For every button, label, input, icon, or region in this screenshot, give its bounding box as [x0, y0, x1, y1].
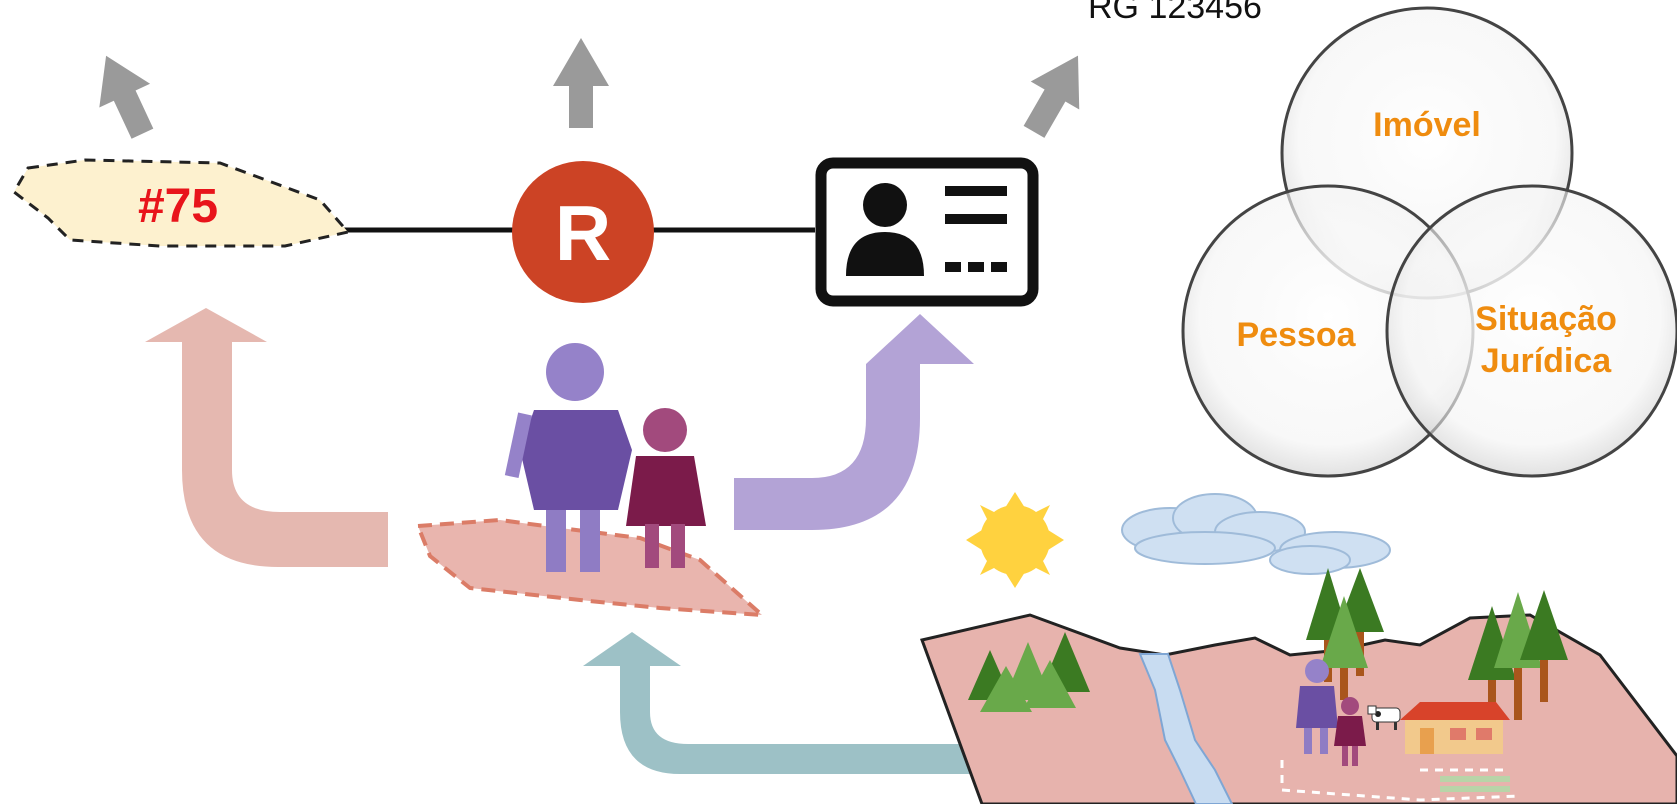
- gray-arrows: [99, 38, 1080, 139]
- sun-icon: [966, 492, 1064, 588]
- gray-arrow-left: [99, 55, 154, 139]
- pink-arrow: [145, 308, 388, 567]
- river: [1138, 653, 1234, 804]
- tree-cluster-right: [1468, 590, 1568, 730]
- tree-cluster-left: [968, 632, 1090, 712]
- id-number-label: RG 123456: [1088, 0, 1262, 26]
- gray-arrow-right: [1023, 55, 1080, 138]
- landscape-scene: [920, 492, 1677, 804]
- registry-badge-letter: R: [555, 189, 611, 277]
- tree-cluster-center: [1306, 568, 1384, 700]
- lavender-arrow: [734, 314, 974, 530]
- venn-label-situacao-line1: Situação: [1475, 300, 1617, 338]
- parcel-shape: [12, 158, 351, 248]
- gray-arrow-center: [553, 38, 609, 128]
- house-icon: [1400, 702, 1510, 754]
- small-family: [1296, 659, 1366, 766]
- family-figures: [504, 343, 706, 572]
- venn-circle-situacao: [1385, 184, 1677, 478]
- teal-arrow: [583, 632, 985, 774]
- venn-label-situacao-line2: Jurídica: [1481, 342, 1612, 380]
- venn-label-pessoa: Pessoa: [1236, 316, 1356, 354]
- parcel-label: #75: [138, 180, 218, 233]
- venn-diagram: Imóvel Pessoa Situação Jurídica: [1181, 6, 1677, 478]
- venn-label-imovel: Imóvel: [1373, 106, 1481, 144]
- registry-badge: [512, 161, 654, 303]
- cow-icon: [1367, 705, 1401, 730]
- property-boundary: [1280, 760, 1521, 802]
- cloud-icon: [1121, 493, 1391, 575]
- id-card-icon: [815, 157, 1039, 307]
